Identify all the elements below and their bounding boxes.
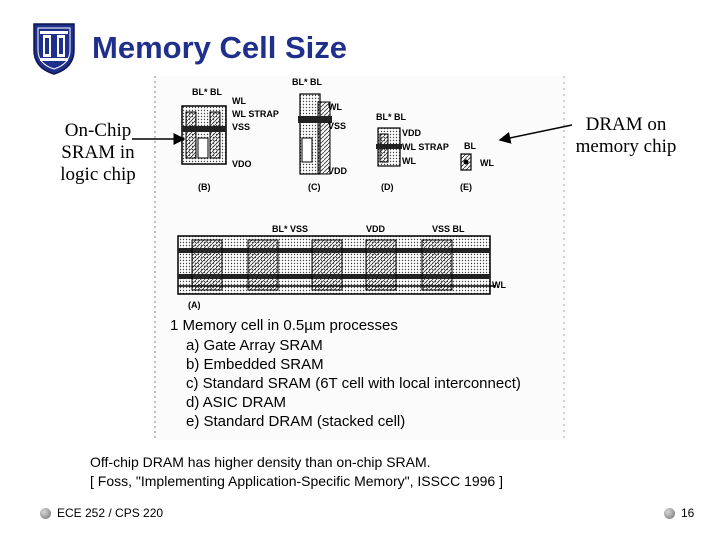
right-label-line: memory chip [575,136,677,157]
footer-course: ECE 252 / CPS 220 [40,506,163,520]
label-c-vss: VSS [328,121,346,131]
label-d-bl: BL* BL [376,112,406,122]
label-d-vdd: VDD [402,128,422,138]
label-a-wl: WL [492,280,506,290]
slide-caption: Off-chip DRAM has higher density than on… [90,453,503,491]
legend-title: 1 Memory cell in 0.5µm processes [170,317,398,334]
slide-title: Memory Cell Size [92,30,347,65]
label-a-bl-vss: BL* VSS [272,224,308,234]
footer-page-number: 16 [664,506,694,520]
label-d-caption: (D) [381,182,394,192]
bullet-icon [40,507,51,519]
left-label-line: logic chip [60,164,136,185]
label-b-bl: BL* BL [192,87,222,97]
label-c-wl: WL [328,102,342,112]
legend-item-c: c) Standard SRAM (6T cell with local int… [186,375,521,392]
legend-item-d: d) ASIC DRAM [186,394,286,411]
citation-line: [ Foss, "Implementing Application-Specif… [90,473,503,489]
label-b-wl: WL [232,96,246,106]
cell-layout-b [181,105,227,165]
dram-memory-chip-label: DRAM on memory chip [563,114,689,158]
memory-cell-figure: BL* BL WL WL STRAP VSS VDO (B) BL* BL WL… [152,76,568,440]
on-chip-sram-label: On-Chip SRAM in logic chip [50,120,146,186]
label-b-vdo: VDO [232,159,252,169]
left-label-line: SRAM in [61,142,135,163]
page-number: 16 [681,506,695,520]
label-d-wl: WL [402,156,416,166]
label-c-caption: (C) [308,182,321,192]
legend-item-b: b) Embedded SRAM [186,356,324,373]
label-b-vss: VSS [232,122,250,132]
label-b-wl-strap: WL STRAP [232,109,279,119]
label-a-caption: (A) [188,300,201,310]
cell-layout-a [177,235,496,295]
right-label-line: DRAM on [585,114,667,135]
label-a-vdd: VDD [366,224,386,234]
label-e-caption: (E) [460,182,472,192]
course-label: ECE 252 / CPS 220 [57,506,164,520]
left-label-line: On-Chip [64,120,132,141]
cell-layout-d [376,127,402,167]
label-c-bl: BL* BL [292,77,322,87]
label-e-bl: BL [464,141,476,151]
label-e-wl: WL [480,158,494,168]
legend-item-e: e) Standard DRAM (stacked cell) [186,413,405,430]
bullet-icon [664,507,675,519]
label-a-vss-bl: VSS BL [432,224,465,234]
cell-layout-e [460,153,472,171]
cell-layout-c [298,93,332,175]
label-c-vdd: VDD [328,166,348,176]
university-logo [33,23,75,75]
label-b-caption: (B) [198,182,211,192]
label-d-wl-strap: WL STRAP [402,142,449,152]
caption-line: Off-chip DRAM has higher density than on… [90,454,431,470]
legend-item-a: a) Gate Array SRAM [186,337,323,354]
